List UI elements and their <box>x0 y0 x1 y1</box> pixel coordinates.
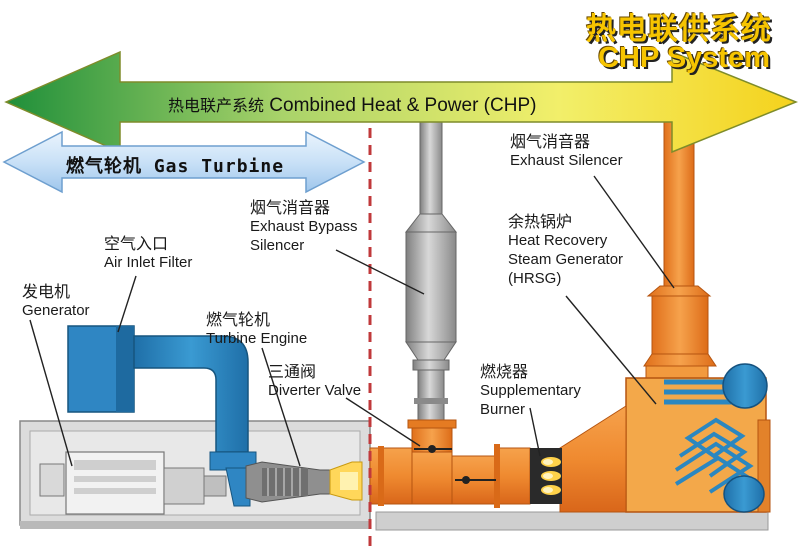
label-burner: 燃烧器 Supplementary Burner <box>480 362 581 419</box>
gas-turbine-en: Gas Turbine <box>153 156 285 177</box>
steam-drum <box>722 363 768 409</box>
label-generator: 发电机 Generator <box>22 282 90 320</box>
air-inlet-en: Air Inlet Filter <box>104 254 193 271</box>
exhaust-silencer-stack <box>643 109 717 381</box>
label-air-inlet: 空气入口 Air Inlet Filter <box>104 234 192 272</box>
burner-cn: 燃烧器 <box>480 362 529 381</box>
label-hrsg: 余热锅炉 Heat Recovery Steam Generator (HRSG… <box>508 212 623 288</box>
label-exhaust-silencer: 烟气消音器 Exhaust Silencer <box>510 132 623 170</box>
mud-drum <box>723 475 765 513</box>
burner-flames <box>541 457 561 495</box>
bypass-stack <box>404 81 458 427</box>
duct-damper <box>455 476 496 484</box>
gas-turbine-arrow <box>2 130 366 194</box>
gas-turbine-label: 燃气轮机 Gas Turbine <box>66 152 284 178</box>
burner-en1: Supplementary <box>480 382 581 399</box>
hrsg-en1: Heat Recovery <box>508 232 608 249</box>
burner-en2: Burner <box>480 401 526 418</box>
leader-lines <box>29 175 675 467</box>
turbine-engine <box>245 461 363 503</box>
gas-turbine-cn: 燃气轮机 <box>66 156 142 177</box>
generator-unit <box>39 451 227 515</box>
label-exhaust-bypass: 烟气消音器 Exhaust Bypass Silencer <box>250 198 358 255</box>
hrsg-en2: Steam Generator <box>508 251 624 268</box>
title-en: CHP System <box>598 42 770 74</box>
air-inlet-ducting <box>67 325 257 507</box>
title-cn: 热电联供系统 <box>586 12 772 47</box>
generator-en: Generator <box>22 302 90 319</box>
enclosure-skid <box>20 521 370 529</box>
chp-banner-cn: 热电联产系统 <box>168 96 265 115</box>
diverter-valve-en: Diverter Valve <box>268 382 362 399</box>
turbine-engine-cn: 燃气轮机 <box>206 310 271 329</box>
generator-cn: 发电机 <box>22 282 71 301</box>
hrsg-skid <box>375 511 769 531</box>
label-turbine-engine: 燃气轮机 Turbine Engine <box>206 310 307 348</box>
hrsg-cn: 余热锅炉 <box>508 212 573 231</box>
air-inlet-cn: 空气入口 <box>104 234 169 253</box>
exhaust-duct <box>369 419 562 508</box>
chp-banner-en: Combined Heat & Power (CHP) <box>269 95 537 116</box>
label-diverter-valve: 三通阀 Diverter Valve <box>268 362 361 400</box>
exhaust-bypass-en1: Exhaust Bypass <box>250 218 358 235</box>
exhaust-bypass-en2: Silencer <box>250 237 305 254</box>
chp-arrow <box>4 50 799 154</box>
turbine-engine-en: Turbine Engine <box>206 330 308 347</box>
chp-banner-label: 热电联产系统 Combined Heat & Power (CHP) <box>168 92 536 117</box>
diverter-valve-cn: 三通阀 <box>268 362 317 381</box>
exhaust-silencer-cn: 烟气消音器 <box>510 132 591 151</box>
exhaust-bypass-cn: 烟气消音器 <box>250 198 331 217</box>
exhaust-silencer-en: Exhaust Silencer <box>510 152 623 169</box>
hrsg-en3: (HRSG) <box>508 270 562 287</box>
diverter-valve <box>414 445 452 453</box>
